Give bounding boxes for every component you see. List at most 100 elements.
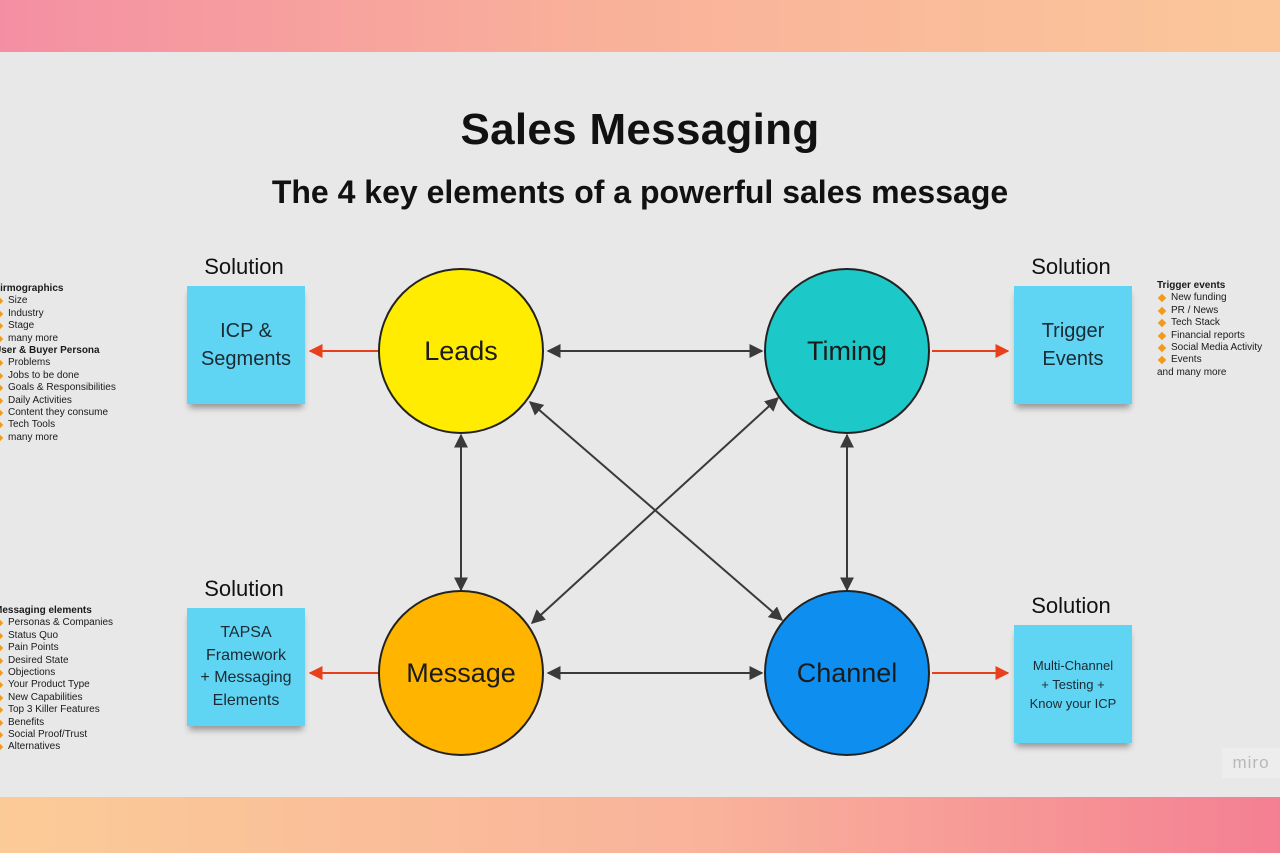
timing-circle[interactable]	[764, 268, 930, 434]
diamond-bullet-icon	[0, 693, 4, 703]
notes-text: Benefits	[8, 716, 45, 728]
sticky-note-trigger-events[interactable]: Trigger Events	[1014, 286, 1132, 404]
diamond-bullet-icon	[1157, 294, 1167, 303]
solution-heading-trigger: Solution	[1031, 254, 1111, 279]
sticky-note-icp-segments[interactable]: ICP & Segments	[187, 286, 305, 404]
notes-text: Your Product Type	[8, 679, 90, 691]
notes-text: Firmographics	[0, 283, 64, 294]
notes-item: Benefits	[0, 717, 113, 729]
notes-item: Problems	[0, 357, 116, 369]
notes-item: Tech Stack	[1157, 317, 1262, 329]
notes-item: Personas & Companies	[0, 617, 113, 629]
notes-heading: User & Buyer Persona	[0, 345, 116, 357]
notes-text: Size	[8, 295, 28, 307]
diamond-bullet-icon	[0, 334, 4, 343]
notes-text: Objections	[8, 667, 56, 679]
diamond-bullet-icon	[0, 730, 4, 740]
diamond-bullet-icon	[0, 321, 4, 331]
connector-leads-channel	[528, 401, 784, 621]
solution-heading-tapsa: Solution	[204, 576, 284, 601]
sticky-note-trigger-text: Trigger Events	[1041, 320, 1105, 370]
diamond-bullet-icon	[0, 656, 4, 665]
notes-text: Financial reports	[1171, 329, 1245, 341]
sticky-note-multichannel[interactable]: Multi-Channel + Testing + Know your ICP	[1014, 625, 1132, 743]
notes-item: Size	[0, 295, 116, 307]
notes-heading: Messaging elements	[0, 605, 113, 617]
notes-text: Personas & Companies	[8, 617, 114, 629]
diamond-bullet-icon	[1157, 306, 1167, 316]
diamond-bullet-icon	[0, 396, 4, 405]
notes-text: Social Media Activity	[1171, 342, 1263, 354]
notes-text: Status Quo	[8, 629, 59, 641]
diamond-bullet-icon	[0, 619, 4, 628]
diamond-bullet-icon	[1157, 356, 1167, 365]
sticky-note-icp-text: ICP & Segments	[200, 320, 292, 370]
notes-text: Goals & Responsibilities	[8, 382, 116, 394]
notes-item: Your Product Type	[0, 679, 113, 691]
channel-circle[interactable]	[764, 590, 930, 756]
notes-text: Trigger events	[1157, 280, 1226, 291]
notes-text: PR / News	[1171, 304, 1219, 316]
diamond-bullet-icon	[0, 359, 4, 368]
sticky-note-multichannel-text: Multi-Channel + Testing + Know your ICP	[1029, 657, 1117, 711]
notes-text: New funding	[1171, 292, 1227, 304]
notes-item: Content they consume	[0, 407, 116, 419]
notes-item: Events	[1157, 354, 1262, 366]
diamond-bullet-icon	[0, 668, 4, 678]
notes-text: Daily Activities	[8, 394, 72, 406]
diamond-bullet-icon	[0, 706, 4, 715]
notes-text: and many more	[1157, 366, 1227, 378]
page-subtitle: The 4 key elements of a powerful sales m…	[271, 174, 1009, 210]
notes-heading: Trigger events	[1157, 280, 1262, 292]
miro-watermark: miro	[1222, 748, 1280, 778]
notes-item: Alternatives	[0, 741, 113, 753]
notes-item: New Capabilities	[0, 692, 113, 704]
notes-text: Stage	[8, 320, 35, 332]
channel-label: Channel	[796, 658, 898, 688]
notes-item: Tech Tools	[0, 419, 116, 431]
notes-item: Top 3 Killer Features	[0, 704, 113, 716]
diamond-bullet-icon	[0, 433, 4, 443]
notes-text: Content they consume	[8, 407, 109, 419]
connector-message-timing	[530, 397, 780, 624]
sticky-note-tapsa[interactable]: TAPSA Framework + Messaging Elements	[187, 608, 305, 726]
notes-item: Social Proof/Trust	[0, 729, 113, 741]
bottom-gradient-band	[0, 797, 1280, 853]
notes-item: Desired State	[0, 655, 113, 667]
diamond-bullet-icon	[0, 408, 4, 418]
notes-item: and many more	[1157, 367, 1262, 379]
notes-item: Pain Points	[0, 642, 113, 654]
diamond-bullet-icon	[0, 743, 4, 752]
diamond-bullet-icon	[0, 421, 4, 430]
timing-label: Timing	[806, 336, 887, 366]
notes-item: Industry	[0, 308, 116, 320]
diamond-bullet-icon	[1157, 343, 1167, 353]
notes-text: Desired State	[8, 654, 69, 666]
notes-text: Events	[1171, 354, 1202, 366]
solution-heading-channel: Solution	[1031, 593, 1111, 618]
notes-text: many more	[8, 431, 59, 443]
diamond-bullet-icon	[1157, 318, 1167, 328]
notes-item: many more	[0, 333, 116, 345]
sticky-note-tapsa-text: TAPSA Framework + Messaging Elements	[200, 624, 292, 709]
notes-text: Pain Points	[8, 642, 59, 654]
leads-circle[interactable]	[378, 268, 544, 434]
notes-text: Alternatives	[8, 741, 61, 753]
solution-heading-icp: Solution	[204, 254, 284, 279]
message-circle[interactable]	[378, 590, 544, 756]
notes-item: many more	[0, 432, 116, 444]
notes-text: Messaging elements	[0, 605, 92, 616]
notes-item: Jobs to be done	[0, 370, 116, 382]
notes-item: Daily Activities	[0, 395, 116, 407]
notes-text: many more	[8, 332, 59, 344]
message-label: Message	[406, 658, 516, 688]
notes-text: User & Buyer Persona	[0, 345, 100, 357]
notes-item: New funding	[1157, 292, 1262, 304]
notes-text: Industry	[8, 307, 44, 319]
notes-text: Jobs to be done	[8, 369, 80, 381]
notes-item: Goals & Responsibilities	[0, 382, 116, 394]
